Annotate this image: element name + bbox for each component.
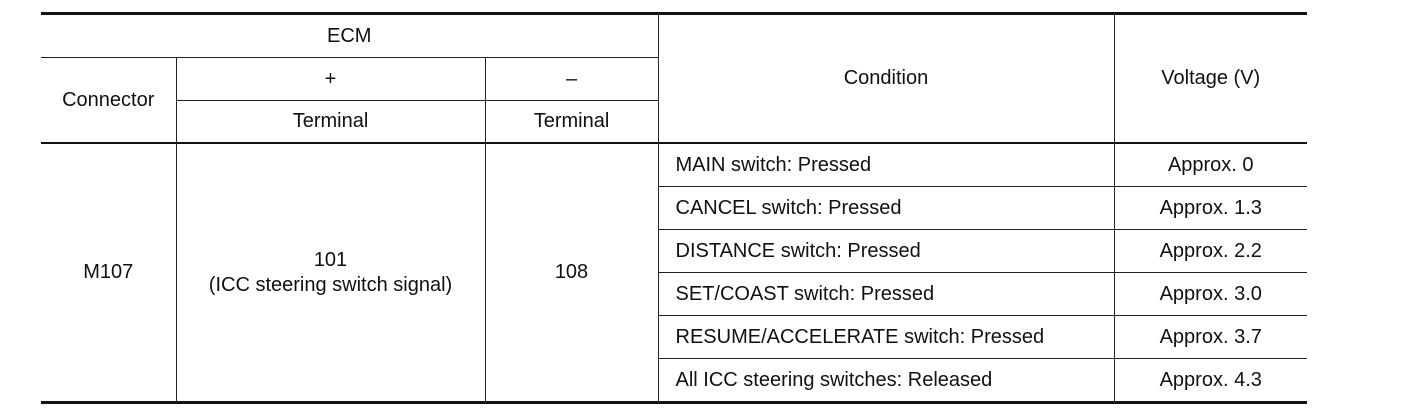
table-row: RESUME/ACCELERATE switch: Pressed Approx… (41, 315, 1307, 359)
connector-cell: M107 (41, 142, 177, 403)
voltage-cell: Approx. 4.3 (1113, 358, 1307, 403)
plus-terminal-number: 101 (313, 248, 348, 271)
table-row: M107 101 (ICC steering switch signal) 10… (41, 142, 1307, 403)
ecm-header: ECM (41, 13, 659, 58)
ecm-voltage-table: ECM Condition Voltage (V) Connector + – … (41, 12, 1307, 404)
condition-cell: All ICC steering switches: Released (657, 358, 1115, 403)
plus-terminal-header: Terminal (175, 100, 486, 144)
condition-cell: MAIN switch: Pressed (657, 142, 1115, 187)
voltage-cell: Approx. 2.2 (1113, 229, 1307, 273)
voltage-cell: Approx. 3.0 (1113, 272, 1307, 316)
condition-cell: SET/COAST switch: Pressed (657, 272, 1115, 316)
minus-header: – (484, 57, 659, 101)
plus-header: + (175, 57, 486, 101)
minus-terminal-header: Terminal (484, 100, 659, 144)
plus-terminal-signal: (ICC steering switch signal) (208, 273, 453, 296)
condition-cell: DISTANCE switch: Pressed (657, 229, 1115, 273)
table-row: All ICC steering switches: Released Appr… (41, 358, 1307, 403)
table-row: SET/COAST switch: Pressed Approx. 3.0 (41, 272, 1307, 316)
plus-terminal-cell: 101 (ICC steering switch signal) (175, 142, 486, 403)
condition-cell: CANCEL switch: Pressed (657, 186, 1115, 230)
voltage-cell: Approx. 1.3 (1113, 186, 1307, 230)
voltage-cell: Approx. 3.7 (1113, 315, 1307, 359)
condition-header: Condition (657, 13, 1115, 144)
condition-cell: RESUME/ACCELERATE switch: Pressed (657, 315, 1115, 359)
voltage-cell: Approx. 0 (1113, 142, 1307, 187)
minus-terminal-cell: 108 (484, 142, 659, 403)
voltage-header: Voltage (V) (1113, 13, 1307, 144)
connector-header: Connector (41, 57, 177, 144)
table-row: CANCEL switch: Pressed Approx. 1.3 (41, 186, 1307, 230)
